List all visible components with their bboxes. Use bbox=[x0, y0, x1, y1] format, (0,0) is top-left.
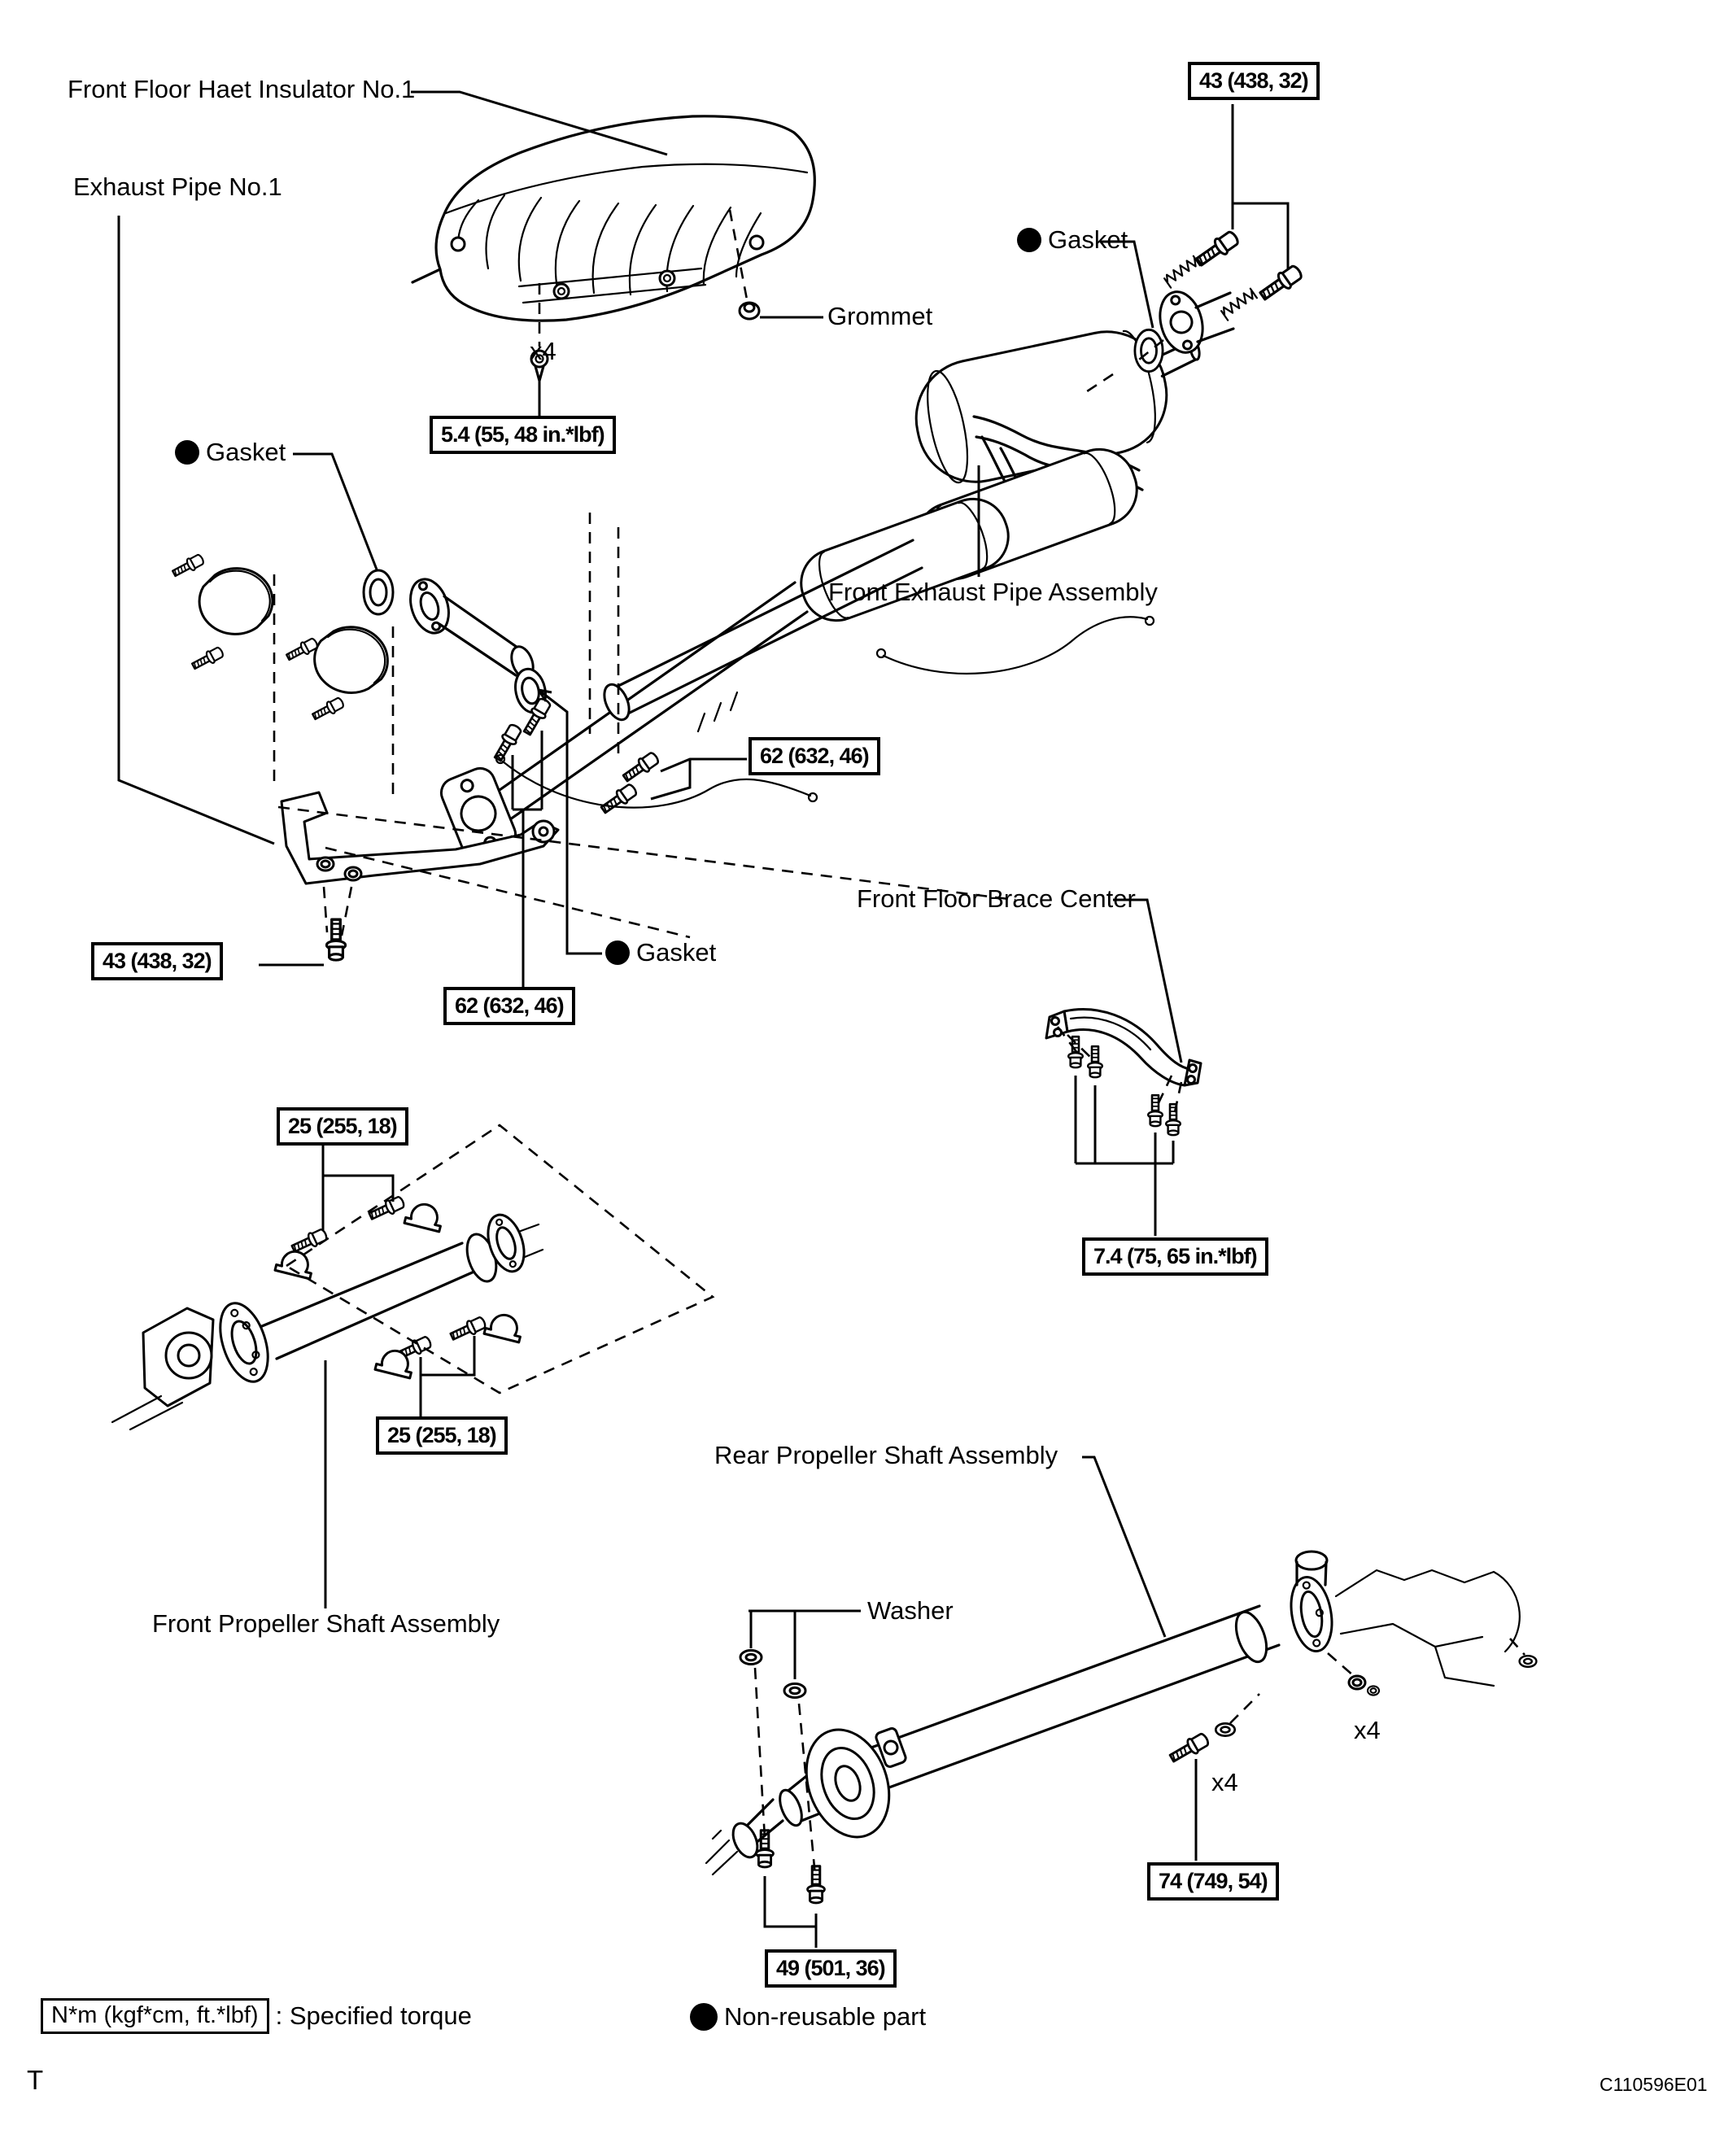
legend-torque: N*m (kgf*cm, ft.*lbf) : Specified torque bbox=[41, 1998, 472, 2034]
torque-spec-5-4: 5.4 (55, 48 in.*lbf) bbox=[430, 416, 616, 454]
gasket-label-left: Gasket bbox=[175, 438, 286, 466]
exhaust-hanger-brackets bbox=[198, 567, 389, 694]
differential-sketch bbox=[1334, 1569, 1538, 1687]
washer-label: Washer bbox=[867, 1596, 954, 1625]
non-reusable-icon bbox=[690, 2003, 718, 2032]
alignment-dashed-lines bbox=[273, 209, 1525, 1877]
figure-code: C110596E01 bbox=[1600, 2074, 1708, 2095]
torque-spec-62-right: 62 (632, 46) bbox=[749, 737, 880, 775]
torque-spec-43-left: 43 (438, 32) bbox=[91, 942, 223, 980]
torque-spec-74: 74 (749, 54) bbox=[1147, 1862, 1279, 1901]
grommet-part bbox=[738, 301, 761, 321]
washers bbox=[739, 1649, 1381, 1737]
non-reusable-icon bbox=[175, 440, 199, 465]
front-floor-brace-label: Front Floor Brace Center bbox=[857, 884, 1136, 913]
rear-prop-shaft-label: Rear Propeller Shaft Assembly bbox=[714, 1441, 1058, 1469]
page-marker: T bbox=[27, 2065, 44, 2095]
grommet-label: Grommet bbox=[827, 302, 933, 330]
torque-spec-62-left: 62 (632, 46) bbox=[443, 987, 575, 1025]
heat-insulator-drawing bbox=[411, 115, 816, 322]
gasket-label-upper-right: Gasket bbox=[1017, 225, 1128, 254]
rear-propeller-shaft-drawing bbox=[705, 1550, 1333, 1876]
legend-non-reusable: Non-reusable part bbox=[690, 2002, 927, 2032]
gasket-label-middle: Gasket bbox=[605, 938, 716, 967]
torque-spec-7-4: 7.4 (75, 65 in.*lbf) bbox=[1082, 1237, 1268, 1276]
torque-spec-49: 49 (501, 36) bbox=[765, 1949, 897, 1988]
torque-spec-25-lower: 25 (255, 18) bbox=[376, 1416, 508, 1455]
exhaust-pipe-label: Exhaust Pipe No.1 bbox=[73, 172, 282, 201]
front-propeller-shaft-drawing bbox=[111, 1213, 544, 1431]
front-prop-shaft-label: Front Propeller Shaft Assembly bbox=[152, 1609, 500, 1638]
non-reusable-caption: Non-reusable part bbox=[724, 2002, 927, 2031]
front-exhaust-assembly-label: Front Exhaust Pipe Assembly bbox=[828, 578, 1158, 606]
qty-x4-label-bottom: x4 bbox=[1211, 1768, 1238, 1796]
qty-x4-label-top: x4 bbox=[530, 337, 556, 365]
torque-spec-43-upper: 43 (438, 32) bbox=[1188, 62, 1320, 100]
pipe-support-bracket bbox=[280, 791, 560, 885]
qty-x4-label-right: x4 bbox=[1354, 1716, 1381, 1744]
torque-caption: : Specified torque bbox=[275, 2001, 472, 2030]
torque-unit-box: N*m (kgf*cm, ft.*lbf) bbox=[41, 1998, 269, 2034]
non-reusable-icon bbox=[605, 941, 630, 966]
leader-lines bbox=[117, 90, 1290, 1948]
torque-spec-25-upper: 25 (255, 18) bbox=[277, 1107, 408, 1146]
non-reusable-icon bbox=[1017, 228, 1041, 253]
heat-insulator-label: Front Floor Haet Insulator No.1 bbox=[68, 75, 416, 103]
front-exhaust-pipe-drawing bbox=[409, 290, 1235, 861]
